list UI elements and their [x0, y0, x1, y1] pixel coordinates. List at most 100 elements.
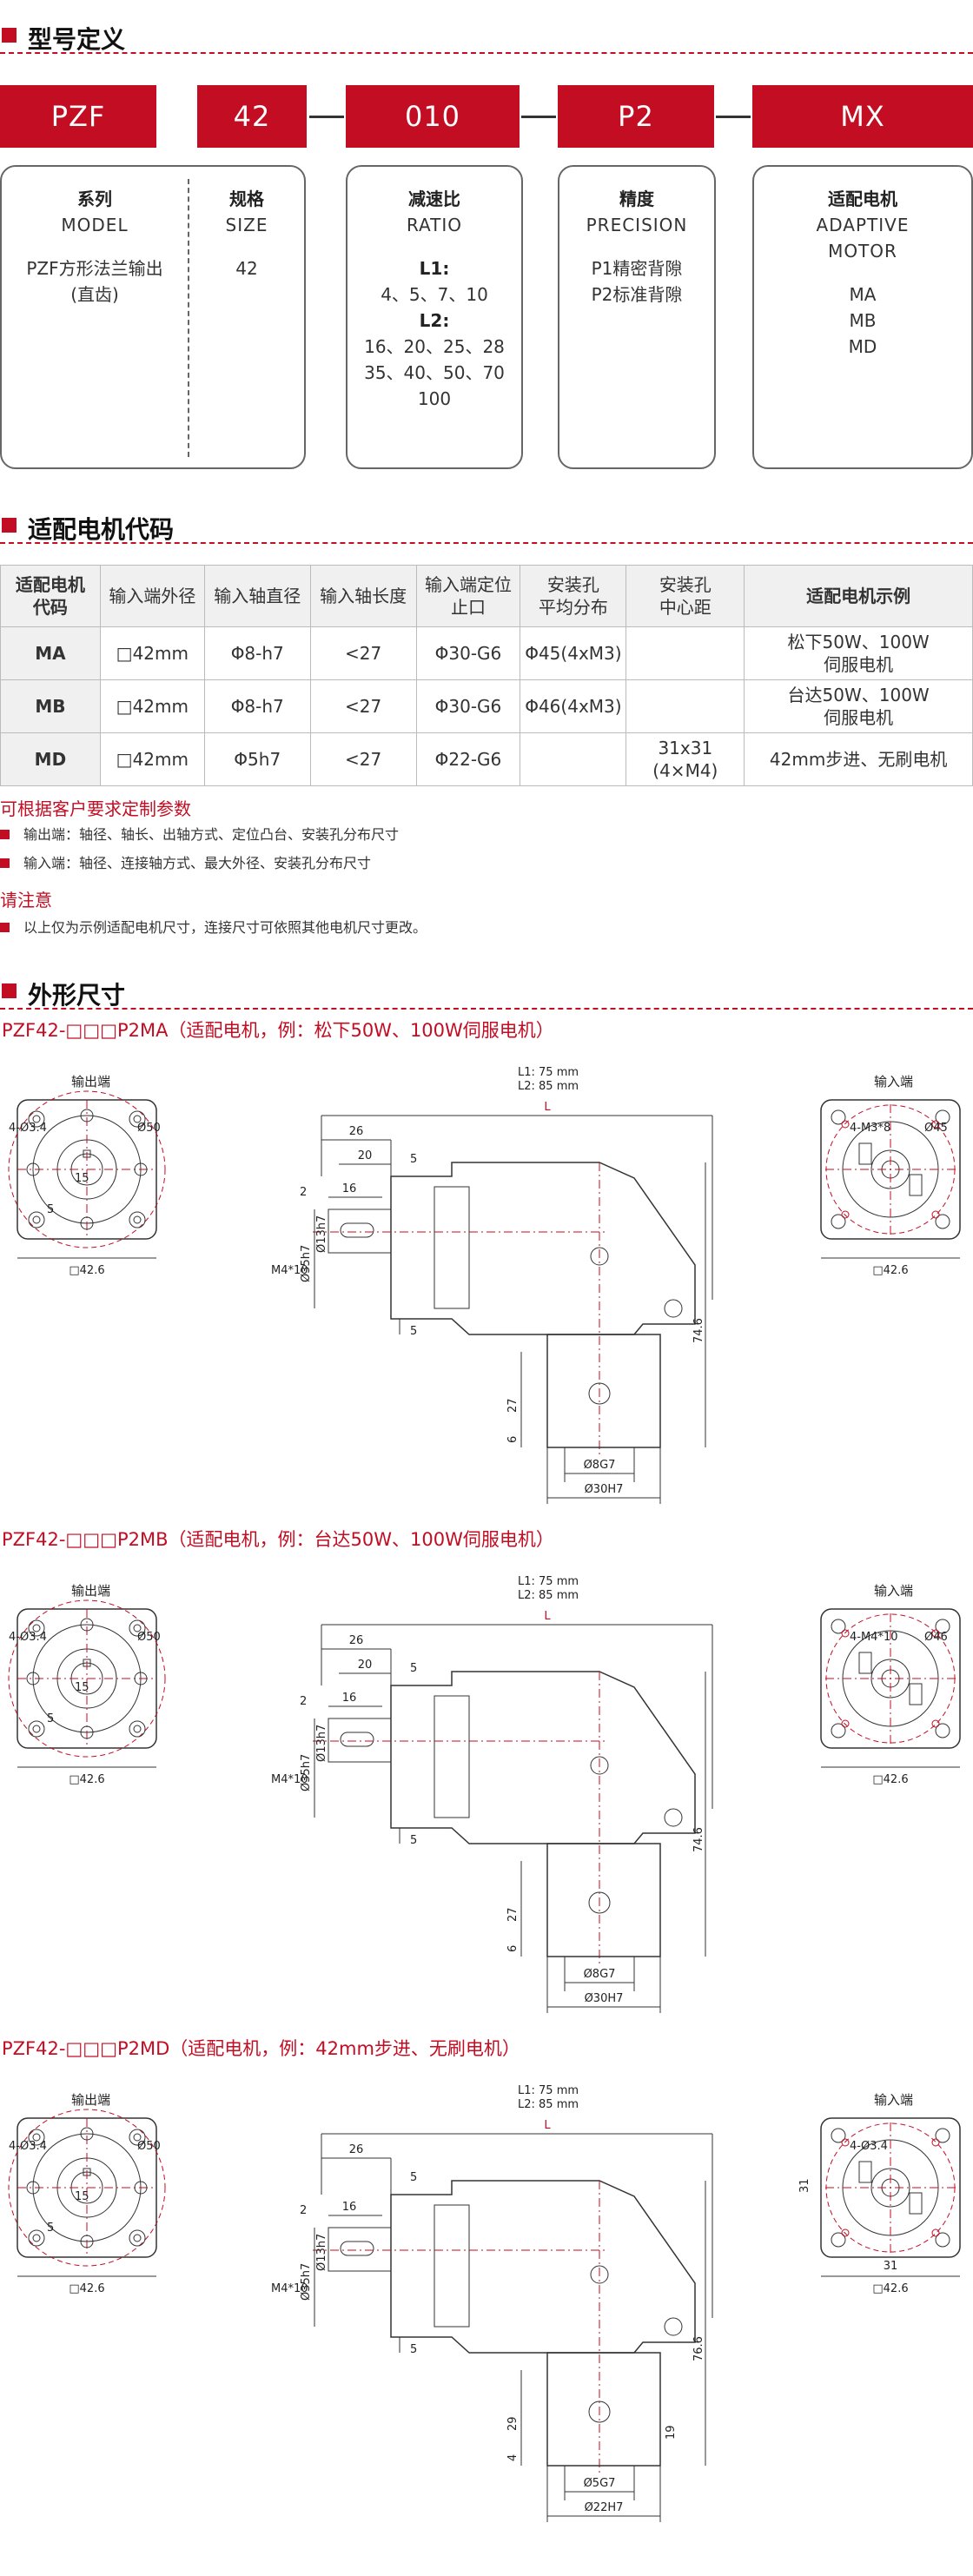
side-bolt	[590, 1247, 609, 1266]
dim-height: 74.6	[692, 1827, 705, 1852]
input-thread-hole	[841, 2228, 850, 2237]
section-divider	[0, 1008, 973, 1010]
input-adapter-side	[546, 1843, 661, 1957]
output-mount-hole	[129, 1110, 146, 1128]
input-thread-hole	[841, 1629, 850, 1638]
dim-5: 5	[410, 1662, 417, 1675]
dim-5b: 5	[410, 2343, 417, 2356]
attention-item: 以上仅为示例适配电机尺寸，连接尺寸可依照其他电机尺寸更改。	[0, 916, 427, 937]
output-mount-hole	[133, 1215, 142, 1224]
dim-L: L	[544, 1610, 551, 1623]
bore-dim-2: Ø30H7	[585, 1992, 624, 2005]
code-box-motor: MX	[752, 85, 973, 148]
output-mount-hole	[133, 2234, 142, 2242]
dim-16: 16	[342, 1692, 357, 1705]
dim-20: 20	[358, 1149, 373, 1162]
keyway-side	[340, 2241, 374, 2256]
output-mount-hole	[28, 1110, 45, 1128]
output-mount-hole	[129, 2129, 146, 2146]
output-holes-dim: 4-Ø3.4	[9, 1631, 47, 1644]
bullet-marker	[0, 830, 10, 839]
output-mount-hole	[129, 1211, 146, 1228]
input-pcd-dim: Ø45	[924, 1122, 948, 1135]
l2-note: L2: 85 mm	[518, 1080, 579, 1093]
l1-note: L1: 75 mm	[518, 1066, 579, 1079]
cell-shaft-l: <27	[309, 626, 417, 680]
output-end-label: 输出端	[71, 1074, 110, 1089]
input-mount-hole	[831, 1619, 846, 1634]
output-screw-hole	[80, 1618, 94, 1632]
input-side-dim-h: 31	[884, 2260, 898, 2273]
input-coupling	[870, 1149, 910, 1189]
input-thread-hole	[931, 1719, 940, 1728]
output-holes-dim: 4-Ø3.4	[9, 2140, 47, 2153]
input-flange-square	[820, 1099, 961, 1240]
table-header-row: 适配电机代码 输入端外径 输入轴直径 输入轴长度 输入端定位止口 安装孔平均分布…	[0, 565, 973, 627]
output-screw-hole	[26, 1162, 40, 1176]
input-clamp	[858, 2161, 872, 2183]
dim-phi13: Ø13h7	[315, 1215, 328, 1253]
dim-16: 16	[342, 1182, 357, 1195]
cell-shaft-d: Φ8-h7	[203, 626, 311, 680]
output-square-dim: □42.6	[69, 2282, 104, 2295]
input-mount-hole	[935, 1214, 950, 1229]
output-mount-hole	[28, 1720, 45, 1738]
side-bolt	[664, 2317, 683, 2336]
output-mount-hole	[32, 1115, 41, 1123]
drawing-title: PZF42-□□□P2MA（适配电机，例：松下50W、100W伺服电机）	[2, 1020, 554, 1041]
dim-20: 20	[358, 1659, 373, 1672]
th-mount-holes: 安装孔平均分布	[520, 565, 627, 627]
section-title: 型号定义	[28, 25, 126, 54]
section-marker	[2, 983, 17, 998]
section-title: 适配电机代码	[28, 515, 175, 544]
output-shaft-side	[328, 1209, 392, 1254]
cell-holes	[520, 732, 627, 786]
dim-26: 26	[349, 1634, 364, 1647]
output-end-label: 输出端	[71, 2092, 110, 2108]
input-end-label: 输入端	[874, 1074, 913, 1089]
l2-note: L2: 85 mm	[518, 1589, 579, 1602]
output-dim-5: 5	[47, 1712, 54, 1725]
output-holes-dim: 4-Ø3.4	[9, 1122, 47, 1135]
drawing-title: PZF42-□□□P2MD（适配电机，例：42mm步进、无刷电机）	[2, 2038, 520, 2059]
code-separator	[521, 116, 556, 118]
definition-size: 规格 SIZE 42	[225, 189, 268, 279]
definition-precision: 精度 PRECISION P1精密背隙 P2标准背隙	[586, 189, 688, 305]
input-adapter-hole	[588, 1382, 611, 1405]
output-pcd-circle	[8, 1090, 166, 1248]
definition-box-motor: 适配电机 ADAPTIVE MOTOR MA MB MD	[752, 165, 973, 469]
cell-shaft-l: <27	[309, 732, 417, 786]
housing-outline	[390, 1671, 696, 1844]
output-screw-hole	[80, 1725, 94, 1739]
output-screw-hole	[80, 2235, 94, 2248]
section-header-motor-code: 适配电机代码	[0, 506, 973, 544]
section-divider	[0, 52, 973, 54]
cell-spigot: Φ30-G6	[415, 679, 521, 733]
custom-params-title: 可根据客户要求定制参数	[0, 798, 191, 819]
bore-dim-2: Ø30H7	[585, 1483, 624, 1496]
input-thread-hole	[931, 2138, 940, 2147]
input-holes-dim: 4-M3*8	[850, 1122, 890, 1135]
input-mount-hole	[935, 1619, 950, 1634]
dim-m4: M4*10	[271, 1773, 308, 1786]
input-side-dim: 31	[798, 2178, 811, 2193]
dim-low: 29	[506, 2416, 520, 2431]
output-mount-hole	[32, 2133, 41, 2142]
output-pcd-dim: Ø50	[137, 1122, 161, 1135]
dim-2: 2	[300, 1695, 307, 1708]
cell-example: 42mm步进、无刷电机	[744, 732, 973, 786]
input-mount-hole	[935, 2232, 950, 2248]
dim-5b: 5	[410, 1325, 417, 1338]
output-mount-hole	[28, 2129, 45, 2146]
cell-pitch	[626, 679, 745, 733]
housing-outline	[390, 1162, 696, 1335]
cell-shaft-l: <27	[309, 679, 417, 733]
input-clamp	[909, 1174, 923, 1196]
dim-phi35: Ø35h7	[300, 2263, 313, 2301]
output-mount-hole	[129, 1619, 146, 1637]
section-marker	[2, 28, 17, 43]
definition-motor: 适配电机 ADAPTIVE MOTOR MA MB MD	[816, 189, 910, 357]
